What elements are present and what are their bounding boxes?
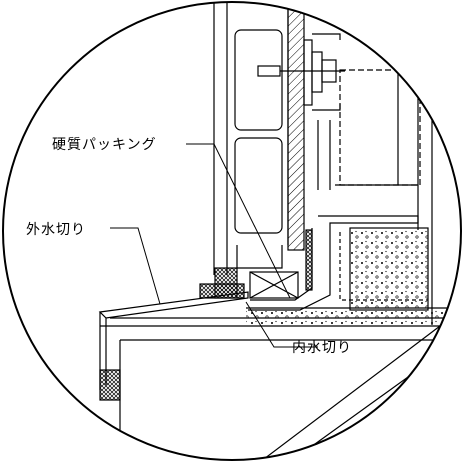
- outer-drip-label: 外水切り: [26, 222, 86, 238]
- hatched-plate: [287, 2, 305, 251]
- hard-packing-label: 硬質パッキング: [52, 137, 157, 153]
- outer-drip-shape: [98, 283, 249, 401]
- detail-circle: [2, 1, 462, 461]
- concrete-fill: [349, 227, 429, 311]
- leader-lines: [110, 143, 318, 348]
- base-slab: [100, 307, 461, 460]
- inner-drip-label: 内水切り: [292, 340, 352, 356]
- frame-members: [335, 69, 433, 325]
- wall-panel: [213, 2, 289, 275]
